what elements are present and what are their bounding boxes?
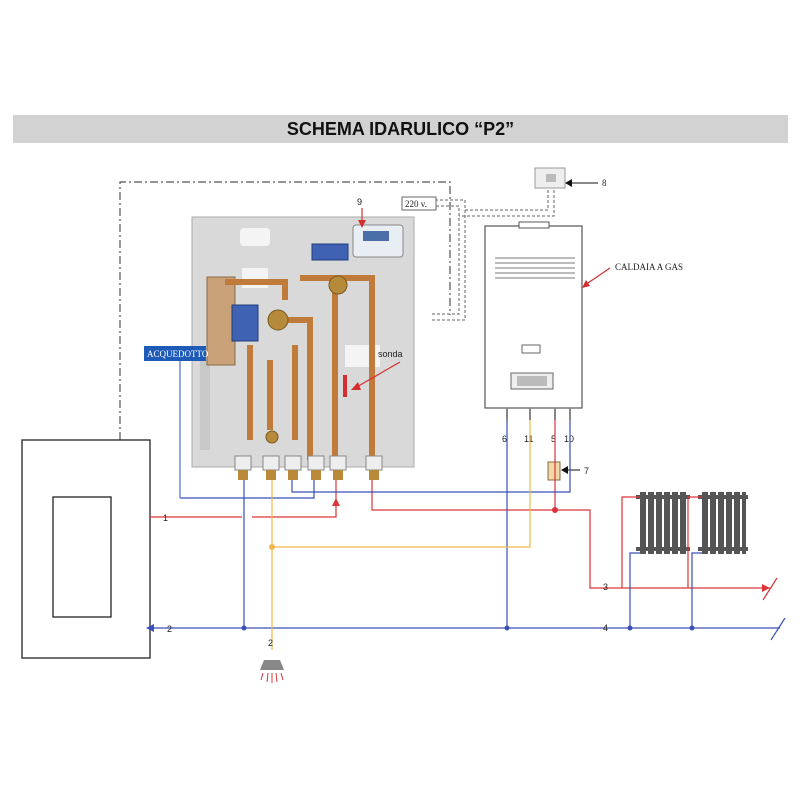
sonda-label: sonda: [378, 349, 403, 359]
voltage-label: 220 v.: [405, 199, 427, 209]
label-11: 11: [524, 434, 533, 444]
label-9: 9: [357, 197, 362, 207]
title-bar: SCHEMA IDARULICO “P2”: [13, 115, 788, 143]
caldaia-label: CALDAIA A GAS: [615, 262, 683, 272]
label-6: 6: [502, 434, 507, 444]
hydraulic-module: [191, 216, 415, 480]
room-thermostat: [534, 167, 566, 189]
component-7: [547, 461, 561, 481]
acquedotto-label: ACQUEDOTTO: [147, 349, 209, 359]
label-3: 3: [603, 582, 608, 592]
acquedotto-tag: [144, 346, 206, 361]
label-1: 1: [163, 513, 168, 523]
label-2-bottom: 2: [268, 638, 273, 648]
gas-boiler: [484, 221, 583, 409]
label-10: 10: [564, 434, 574, 444]
label-4: 4: [603, 623, 608, 633]
shower-head: [260, 660, 284, 683]
electrical-line: [119, 181, 451, 440]
label-8: 8: [602, 178, 607, 188]
radiator-2: [698, 492, 748, 554]
yellow-circuit: [271, 420, 531, 650]
label-7: 7: [584, 466, 589, 476]
label-2-left: 2: [167, 624, 172, 634]
thermostat-wiring: [420, 185, 555, 321]
red-circuit: [150, 420, 770, 589]
diagram-title: SCHEMA IDARULICO “P2”: [286, 119, 515, 139]
blue-circuit: [150, 420, 780, 629]
label-5: 5: [551, 434, 556, 444]
storage-tank: [21, 439, 151, 659]
radiator-1: [636, 492, 690, 554]
